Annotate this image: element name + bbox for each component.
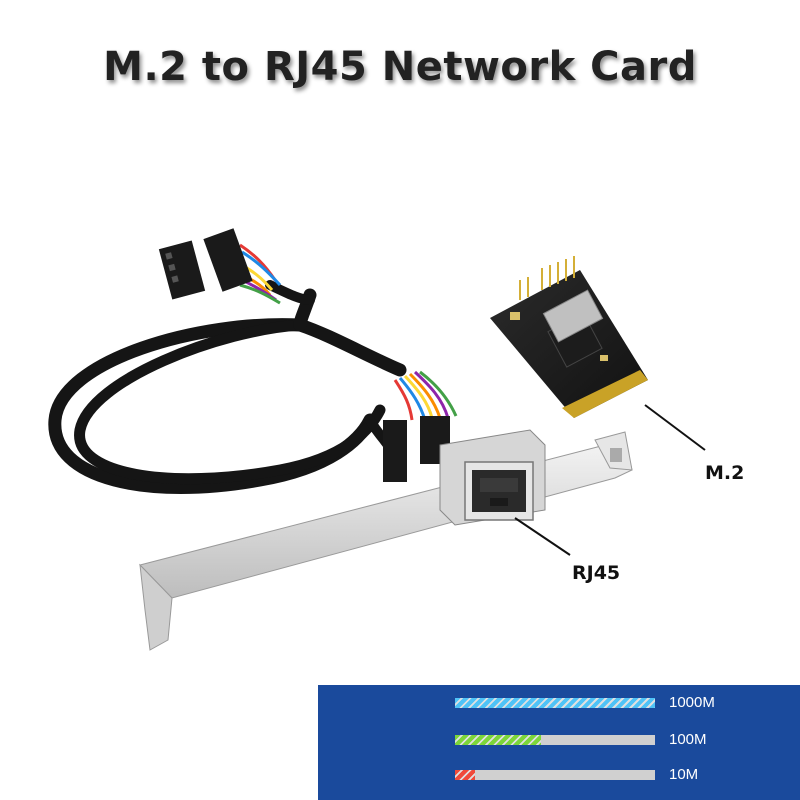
speed-bar-fill xyxy=(455,698,655,708)
speed-row-1000m: 1000M xyxy=(455,693,795,713)
speed-label: 100M xyxy=(669,731,707,748)
rj45-module xyxy=(439,429,546,526)
speed-bar-track xyxy=(455,698,655,708)
header-connector-right xyxy=(203,228,253,292)
m2-card xyxy=(490,256,648,418)
product-photo xyxy=(48,228,706,651)
speed-label: 10M xyxy=(669,766,699,783)
rj45-callout-line xyxy=(514,517,571,556)
speed-bar-fill xyxy=(455,735,541,745)
speed-row-100m: 100M xyxy=(455,730,795,750)
m2-callout-label: M.2 xyxy=(705,462,745,484)
speed-row-10m: 10M xyxy=(455,765,795,785)
speed-label: 1000M xyxy=(669,694,715,711)
rj45-callout-label: RJ45 xyxy=(572,562,621,584)
m2-callout-line xyxy=(644,404,706,451)
speed-bar-track xyxy=(455,735,655,745)
header-connector-bottom-left xyxy=(383,420,407,482)
cable xyxy=(48,280,407,494)
speed-bar-fill xyxy=(455,770,475,780)
header-connector-left xyxy=(158,240,206,300)
product-title: M.2 to RJ45 Network Card xyxy=(103,44,697,90)
wires-bottom xyxy=(393,370,458,421)
speed-panel: 1000M 100M 10M xyxy=(318,685,800,800)
speed-bar-track xyxy=(455,770,655,780)
